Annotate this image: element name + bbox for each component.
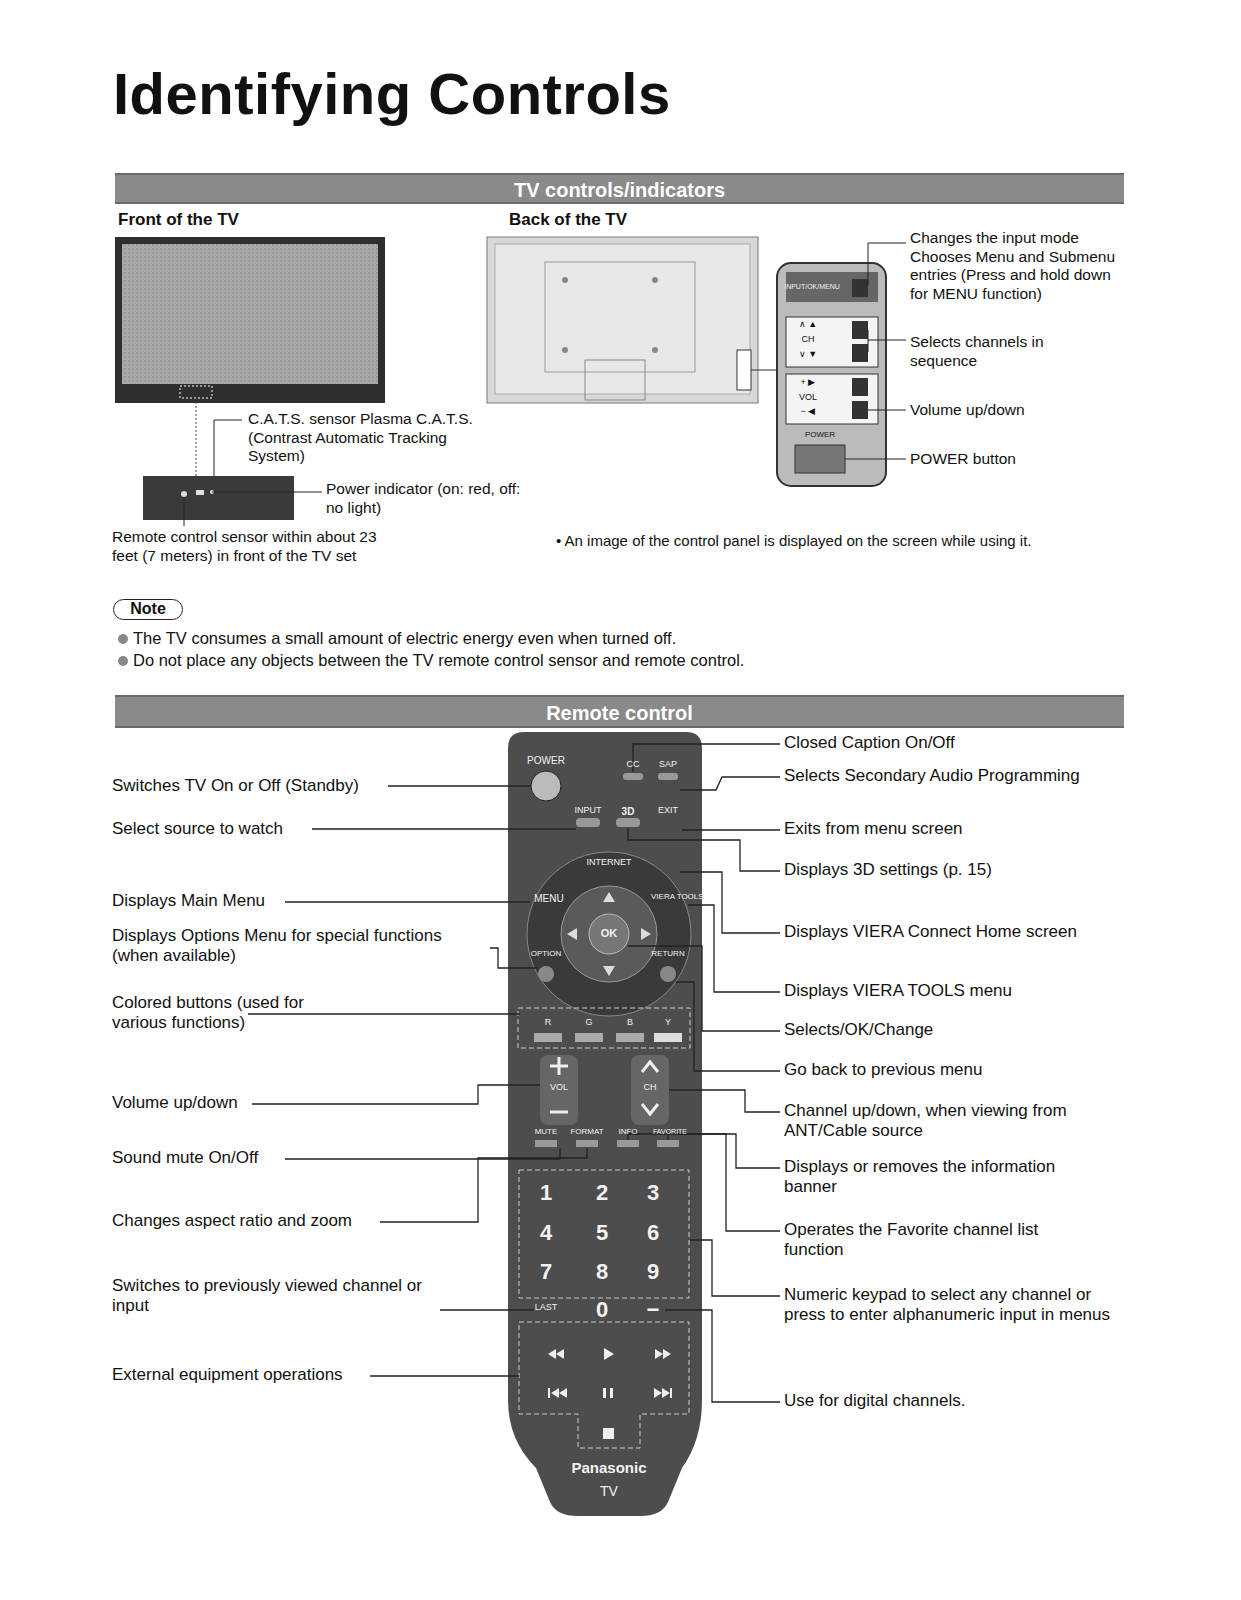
callout-text: Operates the Favorite channel list funct…	[784, 1220, 1084, 1261]
button-label: LAST	[529, 1303, 563, 1313]
callout-text: Closed Caption On/Off	[784, 733, 1114, 753]
callout-text: ∧ ▲	[791, 320, 825, 330]
callout-text: Displays VIERA TOOLS menu	[784, 981, 1114, 1001]
page-title: Identifying Controls	[113, 60, 671, 127]
callout-text: Channel up/down, when viewing from ANT/C…	[784, 1101, 1114, 1142]
button-label: FORMAT	[565, 1128, 609, 1137]
callout-text: Sound mute On/Off	[112, 1148, 292, 1168]
button-label: INPUT/OK/MENU	[782, 283, 842, 291]
callout-text: − ◀	[791, 407, 825, 417]
button-label: EXIT	[653, 806, 683, 816]
callout-text: Do not place any objects between the TV …	[133, 651, 953, 671]
callout-text: Switches to previously viewed channel or…	[112, 1276, 442, 1317]
callout-text: VOL	[793, 393, 823, 403]
callout-text: Selects/OK/Change	[784, 1020, 1114, 1040]
callout-text: Selects channels in sequence	[910, 333, 1070, 370]
callout-text: Back of the TV	[509, 210, 729, 230]
section-band: Remote control	[115, 695, 1124, 728]
callout-text: • An image of the control panel is displ…	[556, 532, 1156, 550]
callout-text: C.A.T.S. sensor Plasma C.A.T.S. (Contras…	[248, 410, 483, 466]
button-label: 1	[531, 1181, 561, 1205]
callout-text: Volume up/down	[112, 1093, 262, 1113]
button-label: 6	[638, 1221, 668, 1245]
callout-text: Displays VIERA Connect Home screen	[784, 922, 1124, 942]
callout-text: Changes the input mode Chooses Menu and …	[910, 229, 1125, 303]
callout-text: POWER	[798, 431, 842, 440]
button-label: CH	[635, 1083, 665, 1093]
callout-text: Go back to previous menu	[784, 1060, 1114, 1080]
callout-text: Displays Main Menu	[112, 891, 287, 911]
button-label: Y	[658, 1018, 678, 1028]
callout-text: Numeric keypad to select any channel or …	[784, 1285, 1119, 1326]
button-label: VOL	[542, 1083, 576, 1093]
button-label: SAP	[653, 760, 683, 770]
callout-text: Colored buttons (used for various functi…	[112, 993, 362, 1034]
note-tag: Note	[113, 599, 183, 620]
button-label: 3D	[613, 806, 643, 817]
callout-text: Displays Options Menu for special functi…	[112, 926, 492, 967]
callout-text: Front of the TV	[118, 210, 338, 230]
button-label: TV	[589, 1484, 629, 1499]
section-heading: Remote control	[546, 702, 693, 724]
section-heading: TV controls/indicators	[514, 179, 725, 201]
callout-text: Displays 3D settings (p. 15)	[784, 860, 1114, 880]
callout-text: Displays or removes the information bann…	[784, 1157, 1094, 1198]
callout-text: Exits from menu screen	[784, 819, 1114, 839]
button-label: INTERNET	[579, 858, 639, 868]
callout-text: Selects Secondary Audio Programming	[784, 766, 1124, 786]
callout-text: + ▶	[791, 378, 825, 388]
button-label: OK	[597, 927, 621, 939]
button-label: MENU	[529, 893, 569, 904]
button-label: VIERA TOOLS	[651, 893, 701, 902]
callout-text: Use for digital channels.	[784, 1391, 1114, 1411]
callout-text: Select source to watch	[112, 819, 312, 839]
callout-text: POWER button	[910, 450, 1110, 469]
button-label: INFO	[611, 1128, 645, 1137]
callout-text: The TV consumes a small amount of electr…	[133, 629, 953, 649]
callout-text: Remote control sensor within about 23 fe…	[112, 528, 397, 565]
callout-text: ∨ ▼	[791, 350, 825, 360]
button-label: CC	[618, 760, 648, 770]
callout-text: Volume up/down	[910, 401, 1110, 420]
button-label: 3	[638, 1181, 668, 1205]
callout-text: Power indicator (on: red, off: no light)	[326, 480, 536, 517]
button-label: 2	[587, 1181, 617, 1205]
button-label: FAVORITE	[646, 1128, 694, 1136]
button-label: 8	[587, 1260, 617, 1284]
button-label: B	[620, 1018, 640, 1028]
section-band: TV controls/indicators	[115, 173, 1124, 204]
button-label: Panasonic	[554, 1460, 664, 1477]
button-label: MUTE	[526, 1128, 566, 1137]
button-label: 9	[638, 1260, 668, 1284]
button-label: 7	[531, 1260, 561, 1284]
button-label: 5	[587, 1221, 617, 1245]
button-label: OPTION	[524, 950, 568, 959]
button-label: G	[579, 1018, 599, 1028]
callout-text: External equipment operations	[112, 1365, 372, 1385]
button-label: R	[538, 1018, 558, 1028]
button-label: RETURN	[644, 950, 692, 959]
button-label: INPUT	[568, 806, 608, 816]
callout-text: Switches TV On or Off (Standby)	[112, 776, 392, 796]
button-label: 4	[531, 1221, 561, 1245]
button-label: −	[638, 1298, 668, 1322]
callout-text: Changes aspect ratio and zoom	[112, 1211, 382, 1231]
callout-text: CH	[793, 335, 823, 345]
note-label: Note	[130, 600, 166, 617]
button-label: POWER	[524, 755, 568, 766]
button-label: 0	[587, 1298, 617, 1322]
